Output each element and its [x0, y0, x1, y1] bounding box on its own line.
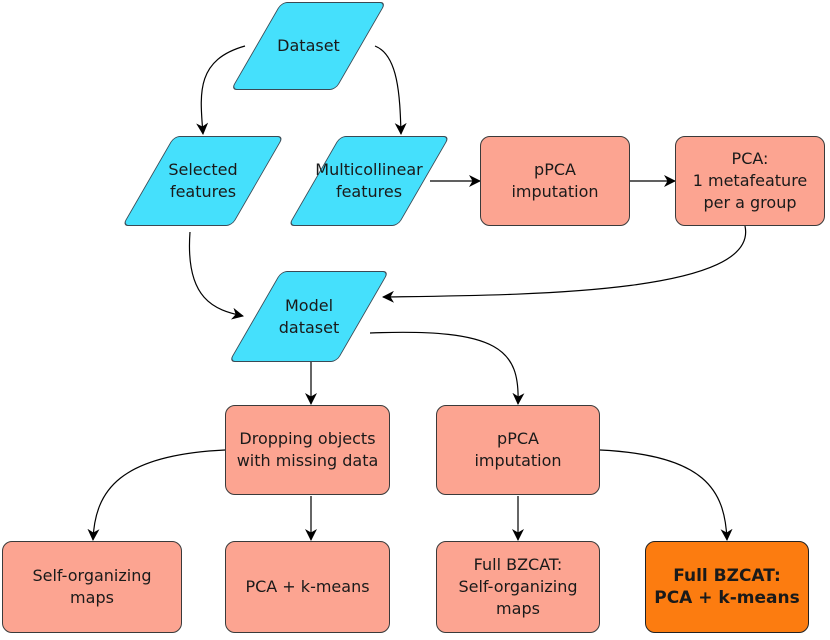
full-bzcat-som-node[interactable]: Full BZCAT: Self-organizing maps	[436, 541, 600, 633]
pca-kmeans-label: PCA + k-means	[245, 577, 370, 596]
ppca-imputation-mid-label: pPCA imputation	[474, 429, 562, 470]
edge-selected-model	[188, 231, 244, 320]
edge-ppca-fullpcakmeans	[599, 449, 733, 541]
ppca-imputation-mid-node[interactable]: pPCA imputation	[436, 405, 600, 495]
ppca-imputation-top-node[interactable]: pPCA imputation	[480, 136, 630, 226]
model-dataset-label: Model dataset	[278, 295, 340, 337]
full-bzcat-pca-kmeans-node[interactable]: Full BZCAT: PCA + k-means	[645, 541, 809, 633]
multicollinear-features-label: Multicollinear features	[315, 160, 423, 201]
dropping-objects-node[interactable]: Dropping objects with missing data	[225, 405, 390, 495]
edge-dropping-som	[87, 449, 226, 541]
pca-metafeature-label: PCA: 1 metafeature per a group	[692, 149, 808, 212]
full-bzcat-som-label: Full BZCAT: Self-organizing maps	[458, 555, 578, 618]
multicollinear-features-node[interactable]: Multicollinear features	[288, 136, 450, 226]
som-label: Self-organizing maps	[32, 566, 152, 607]
ppca-imputation-top-label: pPCA imputation	[511, 160, 599, 201]
selected-features-label: Selected features	[168, 160, 238, 201]
dataset-label: Dataset	[277, 36, 340, 55]
dropping-objects-label: Dropping objects with missing data	[236, 429, 379, 470]
full-bzcat-pca-kmeans-label: Full BZCAT: PCA + k-means	[654, 566, 800, 608]
selected-features-node[interactable]: Selected features	[122, 136, 284, 226]
edge-dataset-multicollinear	[374, 45, 407, 135]
edge-model-ppca	[369, 331, 525, 405]
pca-metafeature-node[interactable]: PCA: 1 metafeature per a group	[675, 136, 825, 226]
edge-dataset-selected	[196, 45, 246, 135]
model-dataset-node[interactable]: Model dataset	[228, 271, 390, 362]
dataset-node[interactable]: Dataset	[230, 2, 387, 90]
som-node[interactable]: Self-organizing maps	[2, 541, 182, 633]
pca-kmeans-node[interactable]: PCA + k-means	[225, 541, 390, 633]
edge-pca-model	[382, 225, 747, 303]
